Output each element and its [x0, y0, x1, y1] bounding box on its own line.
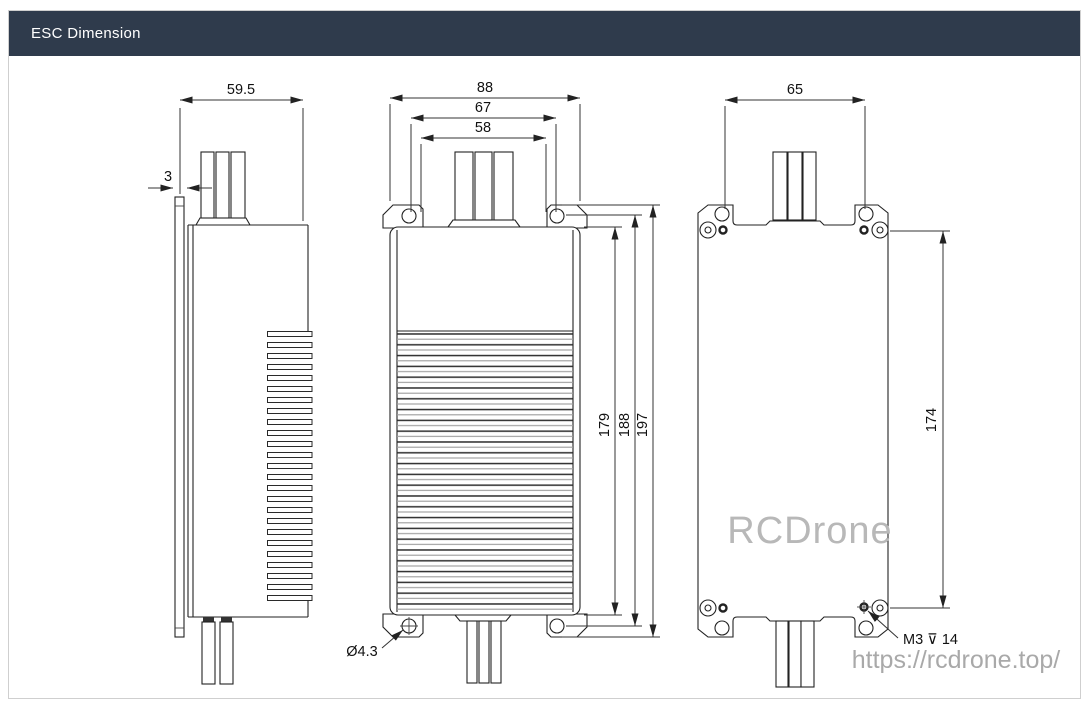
section-header: ESC Dimension [9, 11, 1080, 56]
page-title: ESC Dimension [31, 25, 141, 42]
content-frame: ESC Dimension [8, 10, 1081, 699]
